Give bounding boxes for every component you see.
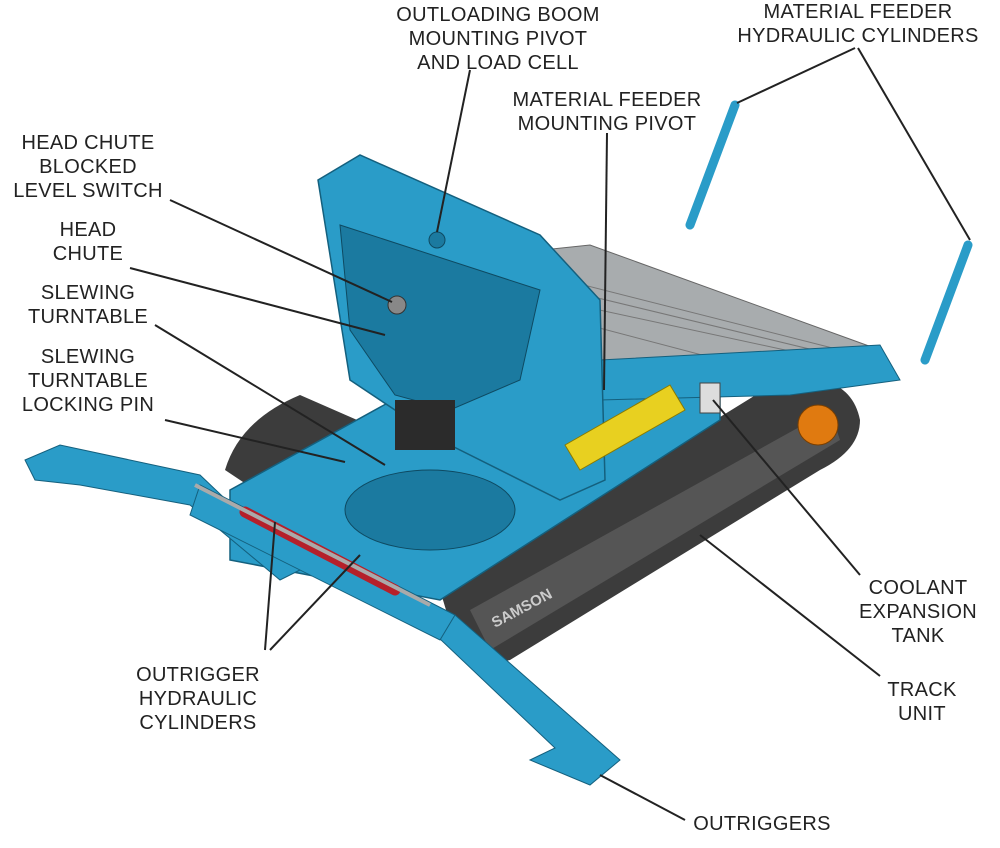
label-line: SLEWING: [40, 282, 136, 304]
label-line: MATERIAL FEEDER: [763, 1, 953, 23]
label-track-unit: TRACK UNIT: [887, 678, 956, 726]
label-slewing-turntable: SLEWING TURNTABLE: [28, 281, 148, 329]
label-line: OUTRIGGER: [136, 664, 260, 686]
label-line: BLOCKED: [39, 156, 137, 178]
label-line: UNIT: [898, 703, 946, 725]
leader-lines: [129, 47, 971, 821]
chute-skirt: [395, 400, 455, 450]
feeder-cylinder-right: [920, 240, 973, 365]
label-line: TURNTABLE: [27, 370, 149, 392]
label-line: SLEWING: [40, 346, 136, 368]
track-side: [470, 410, 840, 650]
label-outriggers: OUTRIGGERS: [693, 812, 830, 836]
hydraulic-motor: [797, 404, 839, 446]
label-line: OUTRIGGERS: [693, 813, 831, 835]
label-line: HEAD CHUTE: [21, 132, 155, 154]
label-line: LOCKING PIN: [21, 394, 155, 416]
label-feeder-hydraulic-cylinders: MATERIAL FEEDER HYDRAULIC CYLINDERS: [737, 0, 978, 48]
label-turntable-locking-pin: SLEWING TURNTABLE LOCKING PIN: [22, 345, 154, 417]
label-line: EXPANSION: [859, 601, 977, 623]
label-outrigger-cylinders: OUTRIGGER HYDRAULIC CYLINDERS: [136, 663, 260, 735]
label-line: MOUNTING PIVOT: [408, 28, 588, 50]
outrigger-left: [24, 444, 301, 581]
label-line: TRACK: [887, 679, 957, 701]
label-feeder-mounting-pivot: MATERIAL FEEDER MOUNTING PIVOT: [513, 88, 702, 136]
label-line: AND LOAD CELL: [417, 52, 579, 74]
yellow-guard: [564, 384, 686, 471]
feeder-cylinder-left: [685, 100, 740, 230]
label-line: LEVEL SWITCH: [13, 180, 163, 202]
outrigger-cylinder-rod: [194, 483, 431, 607]
load-cell: [428, 231, 446, 249]
label-coolant-tank: COOLANT EXPANSION TANK: [859, 576, 977, 648]
label-outloading-boom-pivot: OUTLOADING BOOM MOUNTING PIVOT AND LOAD …: [396, 3, 599, 75]
label-head-chute-level-switch: HEAD CHUTE BLOCKED LEVEL SWITCH: [13, 131, 163, 203]
label-line: OUTLOADING BOOM: [396, 4, 600, 26]
label-line: CHUTE: [52, 243, 124, 265]
label-line: CYLINDERS: [139, 712, 257, 734]
label-head-chute: HEAD CHUTE: [53, 218, 123, 266]
label-line: TURNTABLE: [27, 306, 149, 328]
label-line: HYDRAULIC CYLINDERS: [737, 25, 979, 47]
slewing-turntable: [344, 469, 516, 551]
label-line: MOUNTING PIVOT: [517, 113, 697, 135]
coolant-expansion-tank: [699, 382, 721, 414]
label-line: HEAD: [59, 219, 117, 241]
label-line: TANK: [891, 625, 945, 647]
level-switch: [387, 295, 407, 315]
label-line: MATERIAL FEEDER: [512, 89, 702, 111]
label-line: HYDRAULIC: [138, 688, 258, 710]
label-line: COOLANT: [868, 577, 968, 599]
